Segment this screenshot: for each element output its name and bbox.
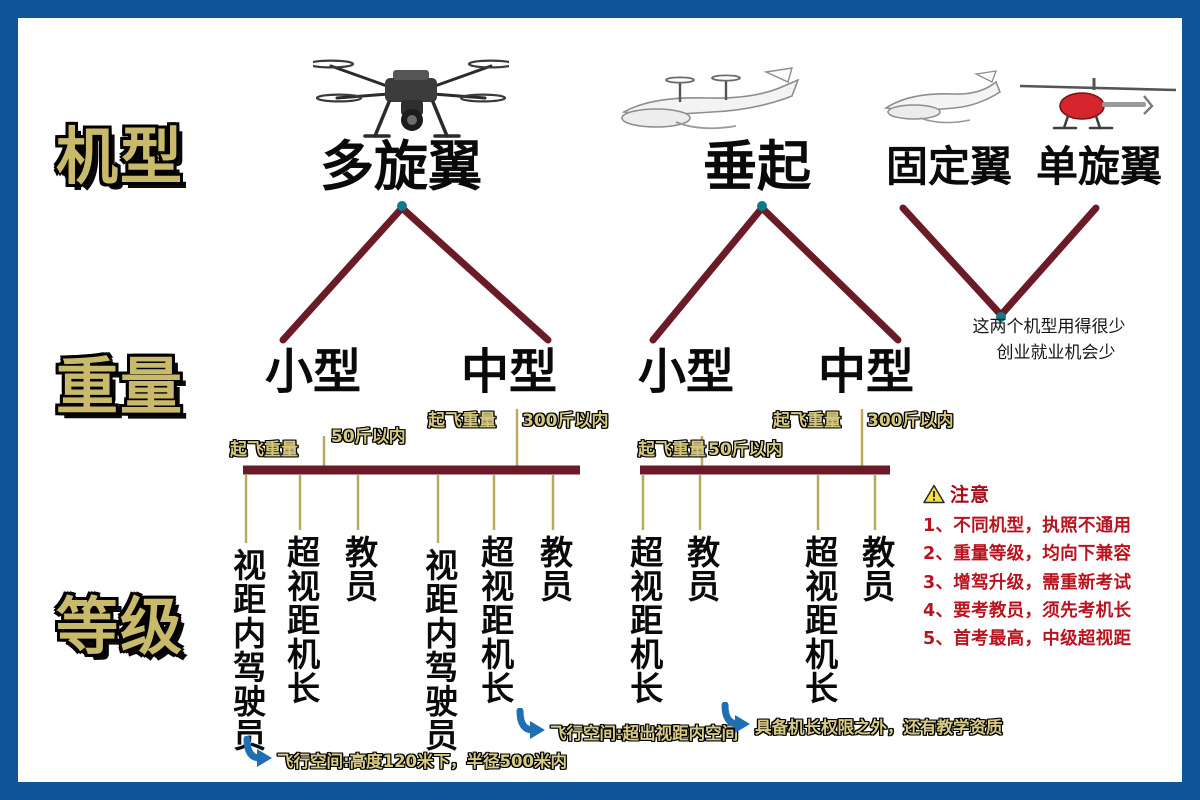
level-label-vtol-medium-1: 超视距机长 bbox=[799, 535, 839, 705]
junction-dot-vtol bbox=[757, 201, 767, 211]
connector-multirotor-left bbox=[279, 204, 406, 344]
curved-arrow-icon bbox=[243, 736, 272, 767]
notice-title: 注意 bbox=[950, 484, 991, 506]
weight-tier-vtol-small: 小型 bbox=[638, 344, 735, 400]
row-label-level: 等级 bbox=[56, 590, 185, 663]
connector-multirotor-right bbox=[398, 204, 552, 344]
aircraft-type-fixed-wing: 固定翼 bbox=[886, 142, 1013, 191]
weight-callout-label-3: 起飞重量 bbox=[638, 440, 706, 460]
level-label-mr-small-3: 教员 bbox=[339, 535, 379, 603]
sparse-note-line-2: 创业就业机会少 bbox=[996, 343, 1116, 364]
single-rotor-helicopter-icon bbox=[1019, 78, 1177, 130]
frame-border-bottom bbox=[0, 782, 1200, 800]
notice-item-3: 3、增驾升级，需重新考试 bbox=[923, 572, 1132, 593]
aircraft-type-vtol: 垂起 bbox=[703, 135, 811, 198]
warning-triangle-icon bbox=[923, 484, 945, 503]
weight-tier-multirotor-medium: 中型 bbox=[461, 344, 558, 400]
level-label-mr-medium-2: 超视距机长 bbox=[475, 535, 515, 705]
notice-header: 注意 bbox=[923, 480, 1181, 507]
curved-arrow-icon bbox=[721, 702, 750, 733]
annotation-text-1: 飞行空间:高度120米下，半径500米内 bbox=[277, 751, 567, 771]
weight-tier-vtol-medium: 中型 bbox=[818, 344, 915, 400]
curved-arrow-icon bbox=[516, 708, 545, 739]
notice-item-5: 5、首考最高，中级超视距 bbox=[923, 629, 1132, 650]
notice-item-2: 2、重量等级，均向下兼容 bbox=[923, 544, 1132, 565]
weight-callout-label-1: 起飞重量 bbox=[230, 440, 298, 460]
tree-connectors bbox=[243, 201, 1100, 543]
fixed-wing-icon bbox=[883, 70, 1001, 124]
annotation-instructor-privileges: 具备机长权限之外，还有教学资质 bbox=[718, 702, 1003, 736]
weight-callout-label-2: 起飞重量 bbox=[428, 411, 496, 431]
frame-border-right bbox=[1182, 0, 1200, 800]
notice-item-1: 1、不同机型，执照不通用 bbox=[923, 516, 1132, 536]
notice-item-4: 4、要考教员，须先考机长 bbox=[923, 601, 1132, 622]
level-label-mr-small-2: 超视距机长 bbox=[281, 535, 321, 705]
vtol-fixed-wing-icon bbox=[621, 67, 800, 130]
multirotor-drone-icon bbox=[313, 59, 509, 138]
level-label-mr-medium-3: 教员 bbox=[534, 535, 574, 603]
weight-callout-label-4: 起飞重量 bbox=[773, 411, 841, 431]
weight-tier-multirotor-small: 小型 bbox=[265, 344, 362, 400]
connector-fixed-wing bbox=[899, 204, 1005, 319]
row-label-weight: 重量 bbox=[56, 350, 185, 423]
weight-callout-value-4: 300斤以内 bbox=[867, 411, 954, 431]
aircraft-type-multirotor: 多旋翼 bbox=[320, 135, 482, 198]
level-label-vtol-medium-2: 教员 bbox=[856, 535, 896, 603]
annotation-text-3: 具备机长权限之外，还有教学资质 bbox=[755, 717, 1003, 737]
diagram-stage: 机型 重量 等级 多旋翼 垂起 固定翼 单旋翼 小型 中型 小型 中型 起飞重量… bbox=[18, 18, 1182, 782]
connector-single-rotor bbox=[997, 204, 1100, 319]
level-label-vtol-small-2: 教员 bbox=[681, 535, 721, 603]
annotation-flight-space-bvlos: 飞行空间:超出视距内空间 bbox=[513, 708, 738, 742]
connector-vtol-right bbox=[758, 204, 902, 344]
sparse-note-line-1: 这两个机型用得很少 bbox=[972, 317, 1126, 337]
annotation-text-2: 飞行空间:超出视距内空间 bbox=[550, 723, 739, 743]
frame-border-top bbox=[0, 0, 1200, 18]
sparse-usage-note: 这两个机型用得很少 创业就业机会少 bbox=[924, 314, 1174, 367]
row-label-aircraft-type: 机型 bbox=[56, 120, 185, 193]
aircraft-type-single-rotor: 单旋翼 bbox=[1036, 142, 1163, 191]
weight-callout-value-3: 50斤以内 bbox=[708, 440, 783, 460]
junction-dot-multirotor bbox=[397, 201, 407, 211]
annotation-flight-space-vlos: 飞行空间:高度120米下，半径500米内 bbox=[240, 736, 567, 770]
weight-callout-value-2: 300斤以内 bbox=[522, 411, 609, 431]
level-label-mr-medium-1: 视距内驾驶员 bbox=[419, 548, 459, 752]
frame-border-left bbox=[0, 0, 18, 800]
level-label-vtol-small-1: 超视距机长 bbox=[624, 535, 664, 705]
level-label-mr-small-1: 视距内驾驶员 bbox=[227, 548, 267, 752]
notice-box: 注意 1、不同机型，执照不通用 2、重量等级，均向下兼容 3、增驾升级，需重新考… bbox=[923, 480, 1181, 654]
weight-callout-value-1: 50斤以内 bbox=[331, 427, 406, 447]
connector-vtol-left bbox=[649, 204, 766, 344]
